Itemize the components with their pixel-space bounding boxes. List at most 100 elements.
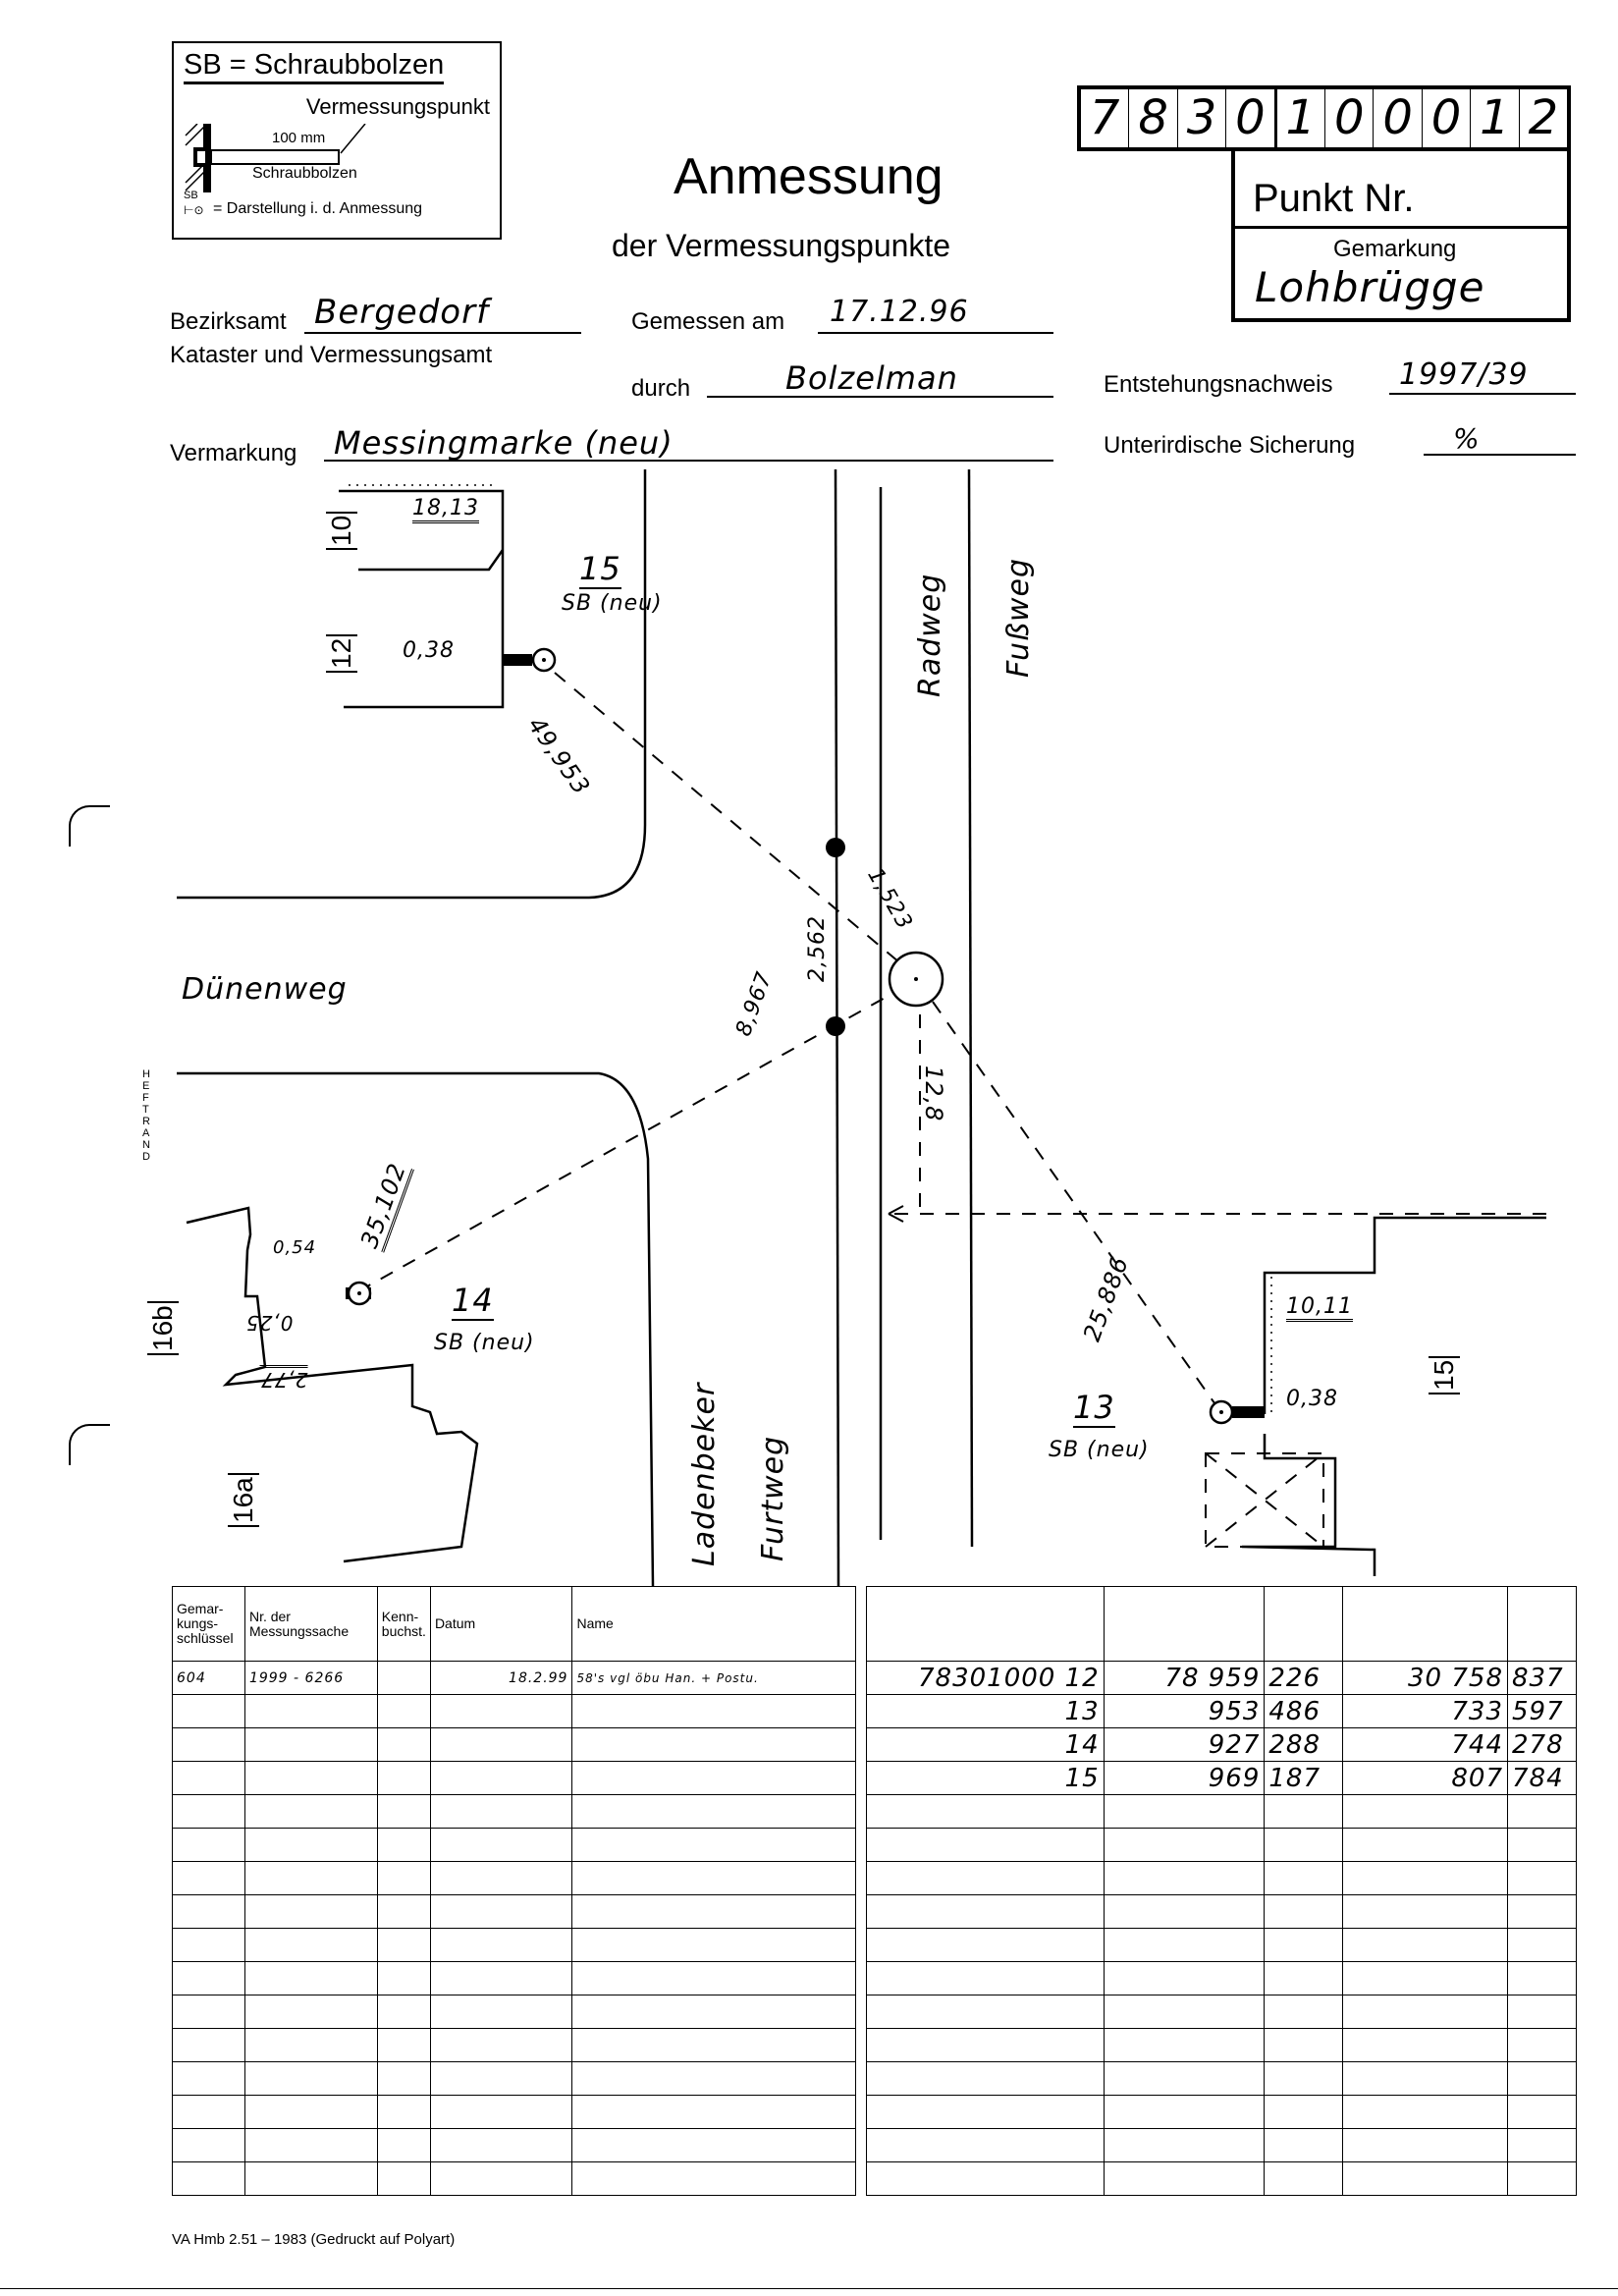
digit: 7	[1081, 89, 1130, 147]
digit: 0	[1226, 89, 1277, 147]
point-14-number: 14	[452, 1282, 494, 1321]
empty-cell	[1342, 1928, 1508, 1962]
empty-table-row	[866, 2161, 1577, 2196]
empty-cell	[1342, 2161, 1508, 2196]
empty-cell	[866, 2061, 1105, 2096]
empty-cell	[1103, 2095, 1266, 2129]
col-header: Kenn-buchst.	[376, 1586, 431, 1662]
point-15-type: SB (neu)	[562, 591, 663, 616]
empty-cell	[1342, 2128, 1508, 2162]
empty-table-row	[866, 1961, 1577, 1995]
table-row: 604 1999 - 6266 18.2.99 58's vgl öbu Han…	[172, 1661, 856, 1695]
empty-cell	[243, 1794, 378, 1829]
y-coord-major: 733	[1342, 1694, 1508, 1728]
digit: 3	[1178, 89, 1227, 147]
empty-table-row	[172, 1894, 856, 1929]
empty-cell	[866, 1961, 1105, 1995]
empty-cell	[1342, 2095, 1508, 2129]
bolt-diagram-icon	[185, 124, 366, 192]
empty-cell	[866, 1928, 1105, 1962]
empty-cell	[1264, 2095, 1344, 2129]
empty-cell	[866, 1861, 1105, 1895]
x-coord-minor: 486	[1264, 1694, 1344, 1728]
empty-cell	[1507, 1794, 1577, 1829]
x-coord-major: 927	[1103, 1727, 1266, 1762]
empty-cell	[1507, 1861, 1577, 1895]
empty-cell	[1264, 1961, 1344, 1995]
empty-cell	[429, 1794, 573, 1829]
parcel-16b: 16b	[147, 1301, 179, 1355]
empty-cell	[243, 1694, 378, 1728]
col-header: Gemar-kungs-schlüssel	[172, 1586, 245, 1662]
page-subtitle: der Vermessungspunkte	[612, 228, 951, 263]
street-duenenweg: Dünenweg	[182, 972, 348, 1007]
parcel-12: 12	[326, 633, 357, 673]
empty-cell	[1264, 2161, 1344, 2196]
measure-0-38-b: 0,38	[1286, 1387, 1338, 1411]
empty-cell	[376, 1794, 431, 1829]
empty-table-row	[866, 1861, 1577, 1895]
empty-table-row	[866, 2095, 1577, 2129]
empty-cell	[571, 1961, 856, 1995]
empty-cell	[172, 2095, 245, 2129]
empty-cell	[376, 2161, 431, 2196]
empty-cell	[243, 2061, 378, 2096]
empty-cell	[866, 2028, 1105, 2062]
kataster-label: Kataster und Vermessungsamt	[170, 342, 493, 368]
empty-table-row	[866, 2128, 1577, 2162]
street-furtweg: Furtweg	[756, 1435, 790, 1561]
legend-symbol-desc: = Darstellung i. d. Anmessung	[213, 200, 423, 217]
measure-0-25: 0,25	[245, 1311, 294, 1335]
punkt-nr-box: Punkt Nr. Gemarkung Lohbrügge	[1231, 147, 1571, 322]
empty-cell	[172, 1928, 245, 1962]
empty-cell	[172, 1727, 245, 1762]
empty-cell	[429, 2061, 573, 2096]
punch-hole-mark	[69, 1424, 110, 1465]
empty-cell	[1342, 1861, 1508, 1895]
empty-table-row	[172, 2161, 856, 2196]
empty-table-row	[172, 2061, 856, 2096]
measure-2-77: 2,77	[260, 1365, 308, 1392]
y-coord-major: 744	[1342, 1727, 1508, 1762]
unterirdisch-value: %	[1453, 422, 1481, 455]
empty-table-row	[172, 2028, 856, 2062]
legend-symbol-icon: ⊢⊙	[184, 203, 204, 217]
empty-table-row	[172, 2128, 856, 2162]
digit: 0	[1374, 89, 1423, 147]
empty-cell	[243, 1828, 378, 1862]
point-13-number: 13	[1073, 1389, 1115, 1428]
empty-cell	[1507, 1894, 1577, 1929]
empty-cell	[172, 1894, 245, 1929]
empty-cell	[376, 2128, 431, 2162]
point-id: 15	[866, 1761, 1105, 1795]
empty-cell	[1264, 1861, 1344, 1895]
empty-cell	[172, 1961, 245, 1995]
empty-cell	[172, 1761, 245, 1795]
empty-cell	[1103, 1961, 1266, 1995]
digit: 2	[1528, 90, 1559, 145]
empty-cell	[571, 1694, 856, 1728]
measure-18-13: 18,13	[412, 496, 479, 523]
y-coord-minor: 837	[1507, 1661, 1577, 1695]
street-ladenbeker: Ladenbeker	[687, 1382, 722, 1566]
empty-cell	[1342, 1961, 1508, 1995]
empty-cell	[1103, 2061, 1266, 2096]
empty-cell	[1507, 1928, 1577, 1962]
empty-cell	[429, 1828, 573, 1862]
empty-cell	[1342, 1894, 1508, 1929]
coordinates-table: 78301000 12 78 959 226 30 758 837 13 953…	[866, 1586, 1577, 2196]
empty-cell	[429, 1694, 573, 1728]
empty-cell	[376, 1995, 431, 2029]
legend-point-label: Vermessungspunkt	[305, 94, 490, 119]
empty-cell	[866, 2161, 1105, 2196]
bezirksamt-value: Bergedorf	[314, 293, 490, 332]
cell: 604	[172, 1661, 245, 1695]
entstehung-label: Entstehungsnachweis	[1104, 371, 1333, 398]
empty-table-row	[172, 1694, 856, 1728]
measure-2-562: 2,562	[805, 915, 830, 982]
empty-cell	[1342, 1794, 1508, 1829]
y-coord-minor: 278	[1507, 1727, 1577, 1762]
page-edge-line	[0, 2288, 1618, 2289]
point-13-type: SB (neu)	[1049, 1438, 1150, 1462]
